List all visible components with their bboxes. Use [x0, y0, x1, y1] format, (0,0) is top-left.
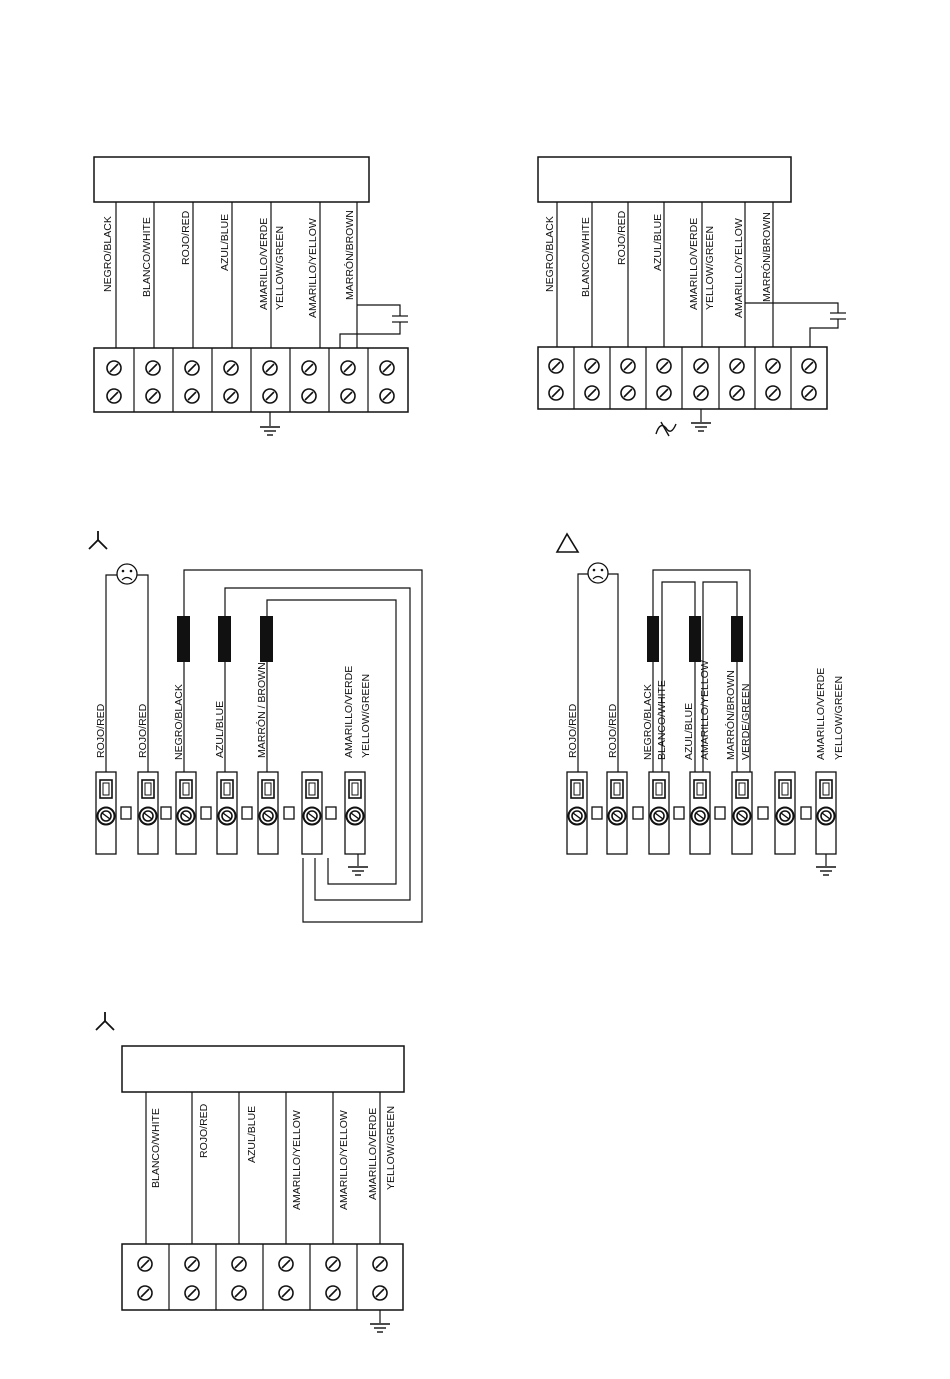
ground-icon — [347, 866, 369, 876]
terminal-dividers — [133, 348, 369, 412]
wire-label: YELLOW/GREEN — [274, 226, 286, 310]
sad-face-icon — [587, 562, 609, 584]
terminal-dividers — [168, 1244, 358, 1310]
delta-connection-icon — [555, 532, 580, 553]
wire-label: AMARILLO/YELLOW — [307, 218, 319, 318]
diagram-5: BLANCO/WHITE ROJO/RED AZUL/BLUE AMARILLO… — [95, 1012, 405, 1333]
diagram-3: ROJO/RED ROJO/RED NEGRO/BLACK AZUL/BLUE … — [88, 531, 423, 923]
wire-label: YELLOW/GREEN — [360, 674, 372, 758]
wire-label: NEGRO/BLACK — [173, 684, 185, 760]
wires — [145, 1092, 381, 1244]
wire-label: AMARILLO/VERDE — [258, 218, 270, 310]
wire-label: BLANCO/WHITE — [656, 680, 668, 760]
wire-label: MARRÓN/BROWN — [343, 210, 356, 300]
ground-icon — [259, 426, 281, 436]
ground-icon — [369, 1323, 391, 1333]
wire-label: ROJO/RED — [198, 1103, 210, 1158]
wire-labels: NEGRO/BLACK BLANCO/WHITE ROJO/RED AZUL/B… — [102, 210, 356, 318]
wire-label: AMARILLO/VERDE — [367, 1108, 379, 1200]
wire-labels: NEGRO/BLACK BLANCO/WHITE ROJO/RED AZUL/B… — [544, 210, 773, 318]
terminal-strip — [566, 771, 837, 855]
wire-label: ROJO/RED — [95, 703, 107, 758]
wire-label: AZUL/BLUE — [246, 1106, 258, 1163]
wire-label: ROJO/RED — [616, 210, 628, 265]
wire-label: YELLOW/GREEN — [833, 676, 845, 760]
wire-label: AMARILLO/VERDE — [343, 666, 355, 758]
wire-label: BLANCO/WHITE — [150, 1108, 162, 1188]
wire-labels: ROJO/RED ROJO/RED NEGRO/BLACK BLANCO/WHI… — [567, 660, 845, 760]
wire-label: BLANCO/WHITE — [580, 217, 592, 297]
ground-icon — [815, 866, 837, 876]
wire-label: AZUL/BLUE — [683, 703, 695, 760]
wire-label: NEGRO/BLACK — [102, 216, 114, 292]
star-connection-icon — [95, 1012, 115, 1031]
wire-label: ROJO/RED — [137, 703, 149, 758]
wire-label: NEGRO/BLACK — [642, 684, 654, 760]
wire-label: AMARILLO/YELLOW — [733, 218, 745, 318]
special-symbol-icon — [655, 421, 677, 437]
wire-label: VERDE/GREEN — [740, 684, 752, 760]
wire-label: AMARILLO/VERDE — [688, 218, 700, 310]
wire-label: ROJO/RED — [180, 210, 192, 265]
wire-label: ROJO/RED — [567, 703, 579, 758]
diagram-4: ROJO/RED ROJO/RED NEGRO/BLACK BLANCO/WHI… — [555, 532, 845, 876]
resistors — [647, 616, 743, 662]
wire-labels: ROJO/RED ROJO/RED NEGRO/BLACK AZUL/BLUE … — [95, 662, 372, 760]
wire-label: AMARILLO/YELLOW — [699, 660, 711, 760]
wire-label: YELLOW/GREEN — [385, 1106, 397, 1190]
sad-face-icon — [116, 563, 138, 585]
diagram-1: NEGRO/BLACK BLANCO/WHITE ROJO/RED AZUL/B… — [93, 156, 409, 436]
wire-label: AMARILLO/YELLOW — [291, 1110, 303, 1210]
diagram-2: NEGRO/BLACK BLANCO/WHITE ROJO/RED AZUL/B… — [537, 156, 846, 437]
wires — [556, 202, 846, 347]
wire-labels: BLANCO/WHITE ROJO/RED AZUL/BLUE AMARILLO… — [150, 1103, 397, 1210]
wire-label: BLANCO/WHITE — [141, 217, 153, 297]
motor-box — [93, 156, 370, 203]
wire-label: AMARILLO/YELLOW — [338, 1110, 350, 1210]
wire-label: MARRÓN/BROWN — [724, 670, 737, 760]
motor-box — [537, 156, 792, 203]
wire-label: MARRÓN / BROWN — [255, 662, 268, 758]
wires — [115, 202, 408, 348]
terminal-strip — [95, 771, 366, 855]
ground-icon — [690, 422, 712, 432]
wire-label: AMARILLO/VERDE — [815, 668, 827, 760]
terminal-dividers — [573, 347, 792, 409]
wire-label: YELLOW/GREEN — [704, 226, 716, 310]
star-connection-icon — [88, 531, 108, 550]
wire-label: MARRÓN/BROWN — [760, 212, 773, 302]
wire-label: AZUL/BLUE — [214, 701, 226, 758]
wire-label: NEGRO/BLACK — [544, 216, 556, 292]
resistors — [177, 616, 273, 662]
wire-label: AZUL/BLUE — [219, 214, 231, 271]
motor-box — [121, 1045, 405, 1093]
wire-label: AZUL/BLUE — [652, 214, 664, 271]
wire-label: ROJO/RED — [607, 703, 619, 758]
